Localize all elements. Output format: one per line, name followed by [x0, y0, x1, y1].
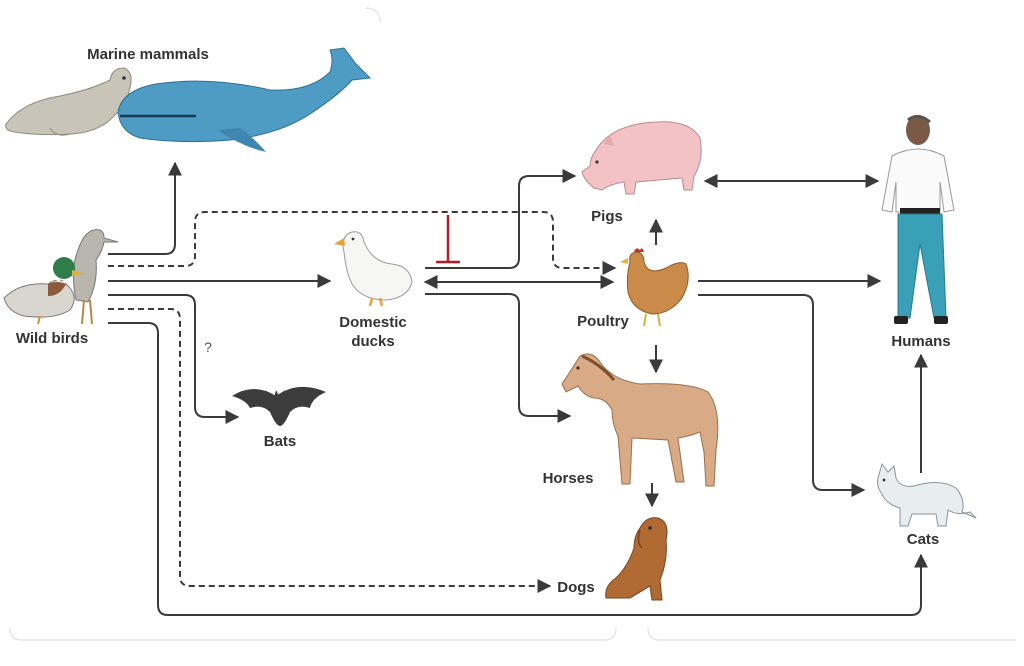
dog-icon	[605, 517, 668, 601]
label-pigs: Pigs	[591, 208, 623, 225]
label-bats-uncertain: ?	[204, 339, 212, 355]
label-dogs: Dogs	[557, 579, 595, 596]
label-horses: Horses	[543, 470, 594, 487]
edge-wildbirds-dogs-dashed	[108, 308, 552, 593]
chicken-icon	[620, 248, 689, 327]
label-cats: Cats	[907, 531, 940, 548]
edge-wildbirds-poultry-dashed	[108, 211, 617, 275]
duck-icon	[334, 231, 413, 307]
seal-icon	[5, 67, 132, 136]
whale-icon	[117, 47, 372, 152]
horse-icon	[561, 353, 719, 487]
edge-ducks-horses	[425, 293, 572, 423]
edges	[108, 161, 928, 616]
panel-borders	[9, 7, 1016, 641]
edge-wildbirds-cats	[108, 322, 928, 616]
human-icon	[881, 115, 955, 324]
label-domestic-ducks-line2: ducks	[351, 333, 394, 350]
edge-wildbirds-marine	[108, 161, 182, 255]
label-wild-birds: Wild birds	[16, 330, 88, 347]
label-domestic-ducks-line1: Domestic	[339, 314, 407, 331]
inhibition-marker	[436, 215, 460, 264]
label-marine-mammals: Marine mammals	[87, 46, 209, 63]
cat-icon	[877, 462, 977, 527]
edge-wildbirds-bats	[108, 294, 240, 424]
label-poultry: Poultry	[577, 313, 629, 330]
edge-poultry-cats	[698, 294, 866, 497]
label-bats: Bats	[264, 433, 297, 450]
label-humans: Humans	[891, 333, 950, 350]
sandpiper-icon	[72, 229, 119, 325]
edge-ducks-pigs	[425, 169, 577, 269]
mallard-icon	[3, 257, 84, 325]
bat-icon	[232, 386, 326, 426]
pig-icon	[581, 121, 702, 195]
